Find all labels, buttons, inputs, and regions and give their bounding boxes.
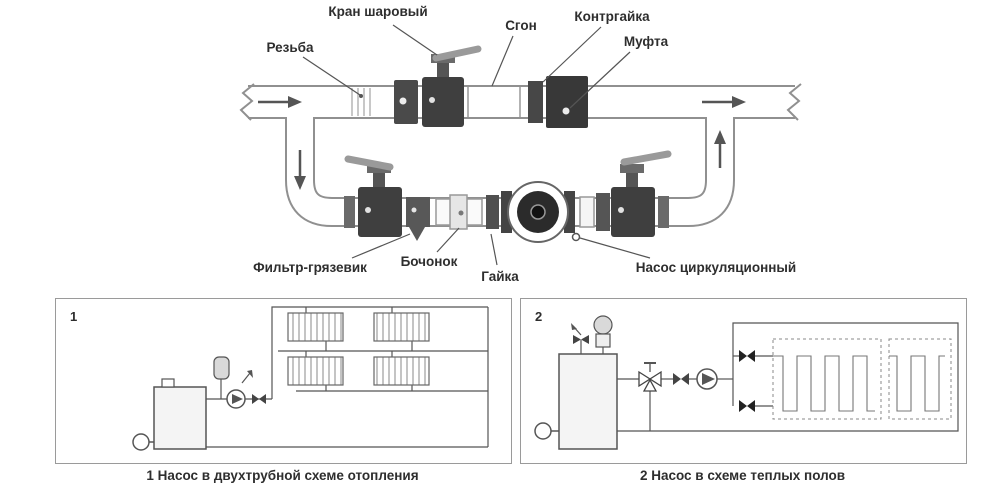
flow-arrow-right bbox=[702, 96, 746, 108]
flow-arrow-left bbox=[258, 96, 302, 108]
pipe-break-right bbox=[786, 83, 802, 121]
label-pump: Насос циркуляционный bbox=[636, 260, 796, 275]
strainer-filter bbox=[406, 197, 430, 241]
barrel-nipple bbox=[435, 194, 483, 230]
thread-marks bbox=[351, 88, 371, 116]
scheme-2-caption: 2 Насос в схеме теплых полов bbox=[639, 468, 846, 483]
flow-arrow-down bbox=[294, 150, 306, 190]
label-coupling: Муфта bbox=[624, 34, 669, 49]
floor-heating-coils bbox=[772, 338, 952, 420]
main-pipework-diagram: Кран шаровый Сгон Контргайка Муфта Резьб… bbox=[239, 4, 802, 284]
leader-lines bbox=[302, 24, 651, 266]
scheme-2-drawing bbox=[534, 315, 959, 450]
label-thread: Резьба bbox=[266, 40, 314, 55]
pipe-break-left bbox=[239, 83, 255, 121]
union-right bbox=[658, 196, 669, 228]
scheme-2-box: 2 bbox=[520, 298, 967, 464]
scheme1-piping bbox=[206, 306, 489, 448]
main-pipe-coupling bbox=[394, 80, 418, 124]
boiler-top-pump bbox=[593, 315, 613, 354]
union-left bbox=[344, 196, 355, 228]
nut-fitting bbox=[486, 195, 499, 229]
label-locknut: Контргайка bbox=[574, 9, 650, 24]
coupling-fitting bbox=[546, 76, 588, 128]
boiler-1 bbox=[132, 378, 207, 451]
label-ball-valve: Кран шаровый bbox=[328, 4, 427, 19]
ball-valve-bypass-right bbox=[611, 150, 672, 237]
ball-valve-bypass-left bbox=[344, 155, 402, 237]
scheme-1-drawing bbox=[132, 306, 489, 451]
boiler-2 bbox=[534, 353, 618, 450]
radiators bbox=[287, 312, 430, 386]
leader-dot-thread bbox=[359, 94, 363, 98]
scheme-2-number: 2 bbox=[535, 309, 543, 324]
manifold-valves bbox=[739, 350, 755, 412]
union-nut-right bbox=[579, 193, 610, 231]
label-nut: Гайка bbox=[481, 269, 519, 284]
ball-valve-main bbox=[422, 45, 482, 127]
circulation-pump bbox=[501, 181, 581, 243]
sgon-pipe-section bbox=[467, 87, 521, 117]
scheme-1-box: 1 bbox=[55, 298, 512, 464]
label-barrel: Бочонок bbox=[401, 254, 458, 269]
scheme2-piping bbox=[617, 322, 959, 432]
safety-valve bbox=[571, 323, 589, 354]
valve-and-pump-2 bbox=[673, 368, 718, 390]
pump-unit-1 bbox=[213, 356, 266, 409]
scheme-1-caption: 1 Насос в двухтрубной схеме отопления bbox=[146, 468, 419, 483]
flow-arrow-up bbox=[714, 130, 726, 168]
label-filter: Фильтр-грязевик bbox=[253, 260, 367, 275]
scheme-1-number: 1 bbox=[70, 309, 78, 324]
three-way-mixing-valve bbox=[638, 362, 662, 392]
label-sgon: Сгон bbox=[505, 18, 537, 33]
locknut-fitting bbox=[528, 81, 543, 123]
